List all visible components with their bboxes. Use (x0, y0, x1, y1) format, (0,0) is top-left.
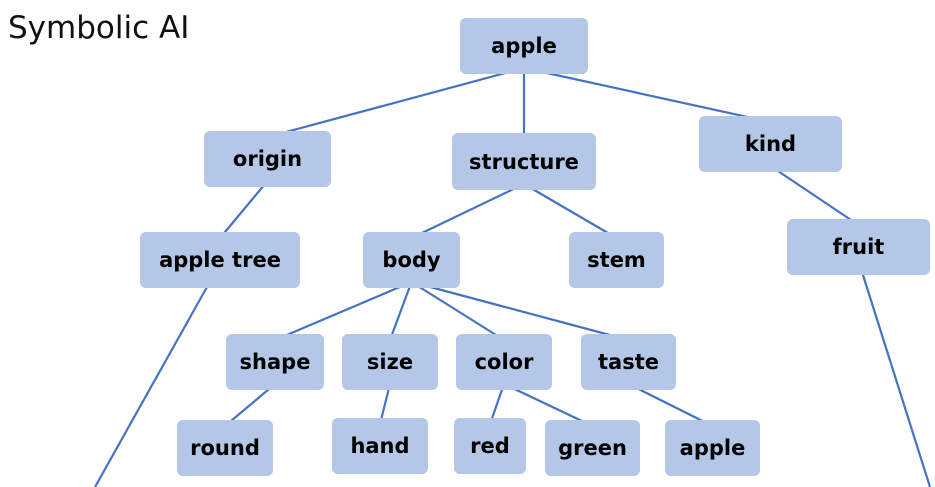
edge-color-to-green (503, 383, 593, 427)
edge-shape-to-round (224, 383, 276, 427)
node-stem: stem (569, 232, 664, 288)
node-apple-tree: apple tree (140, 232, 300, 288)
node-apple-root: apple (460, 18, 588, 74)
node-green: green (545, 420, 640, 476)
edge-kind-to-fruit (769, 165, 860, 226)
node-taste: taste (581, 334, 676, 390)
edge-apple-tree-offpage (94, 286, 208, 487)
edge-structure-to-stem (523, 183, 618, 239)
edge-taste-to-apple-leaf (628, 383, 713, 427)
edge-body-to-color (410, 281, 505, 341)
edge-size-to-hand (378, 383, 392, 425)
edge-fruit-offpage (861, 274, 932, 487)
node-kind: kind (699, 116, 842, 172)
edge-structure-to-body (411, 183, 525, 239)
edge-apple-root-to-kind (523, 66, 771, 124)
edge-origin-to-apple-tree (219, 180, 269, 239)
node-body: body (363, 232, 460, 288)
edge-body-to-size (388, 281, 413, 341)
node-hand: hand (332, 418, 428, 474)
node-color: color (456, 334, 552, 390)
node-structure: structure (452, 133, 596, 190)
node-origin: origin (204, 131, 331, 187)
edge-body-to-shape (274, 280, 412, 342)
edge-color-to-red (488, 383, 506, 425)
node-fruit: fruit (787, 219, 930, 275)
node-red: red (454, 418, 526, 474)
node-size: size (342, 334, 438, 390)
page-title: Symbolic AI (8, 10, 190, 46)
node-shape: shape (226, 334, 324, 390)
node-round: round (177, 420, 273, 476)
node-apple-leaf: apple (665, 420, 760, 476)
edge-apple-root-to-origin (267, 66, 525, 139)
edge-body-to-taste (411, 280, 629, 342)
